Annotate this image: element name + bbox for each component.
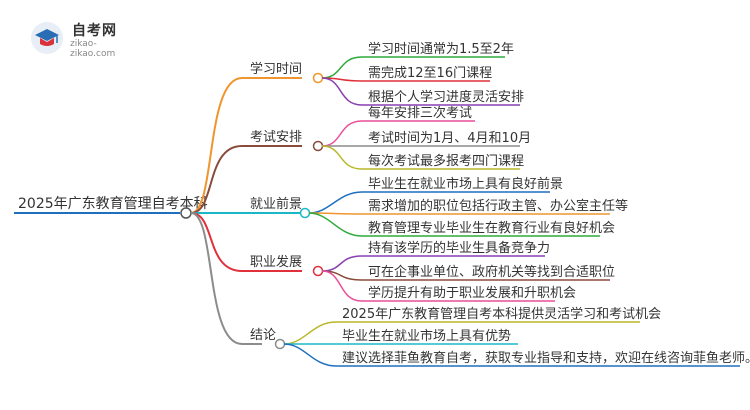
branch-label: 职业发展: [250, 254, 302, 270]
branch-connector: [190, 212, 243, 345]
branch-label: 考试安排: [250, 130, 302, 145]
leaf-label: 每次考试最多报考四门课程: [368, 153, 524, 169]
leaf-label: 考试时间为1月、4月和10月: [368, 131, 531, 146]
leaf-connector: [321, 120, 363, 147]
leaf-connector: [308, 191, 363, 214]
leaf-connector: [308, 212, 363, 237]
leaf-label: 根据个人学习进度灵活安排: [368, 89, 524, 105]
leaf-connector: [321, 255, 363, 272]
leaf-connector: [321, 56, 363, 79]
branch-connector: [190, 77, 243, 214]
branch-label: 学习时间: [250, 61, 302, 77]
branch-connector: [190, 212, 243, 272]
logo-title: 自考网: [72, 23, 117, 39]
leaf-label: 每年安排三次考试: [368, 105, 472, 121]
leaf-label: 可在企事业单位、政府机关等找到合适职位: [368, 264, 615, 280]
leaf-label: 建议选择菲鱼教育自考，获取专业指导和支持，欢迎在线咨询菲鱼老师。: [342, 350, 750, 366]
root-node-circle: [180, 207, 192, 219]
branch-node-circle: [312, 72, 324, 84]
branch-node-circle: [299, 207, 311, 219]
mind-map-content: 2025年广东教育管理自考本科 学习时间 学习时间通常为1.5至2年需完成12至16…: [14, 41, 750, 367]
graduation-cap-icon: [31, 22, 63, 54]
branch-label: 就业前景: [250, 196, 302, 212]
branch-connector: [190, 145, 243, 214]
leaf-label: 毕业生在就业市场上具有优势: [342, 328, 511, 344]
leaf-label: 教育管理专业毕业生在教育行业有良好机会: [368, 220, 615, 236]
root-node-label: 2025年广东教育管理自考本科: [18, 196, 208, 212]
leaf-connector: [321, 145, 363, 170]
leaf-label: 学历提升有助于职业发展和升职机会: [368, 285, 576, 301]
leaf-label: 毕业生在就业市场上具有良好前景: [368, 176, 563, 192]
leaf-label: 2025年广东教育管理自考本科提供灵活学习和考试机会: [342, 306, 661, 322]
leaf-connector: [321, 77, 363, 106]
leaf-label: 持有该学历的毕业生具备竞争力: [368, 240, 550, 256]
site-logo[interactable]: 自考网 zikao-zikao.com: [30, 18, 140, 59]
leaf-connector: [321, 270, 363, 302]
leaf-connector: [283, 321, 337, 345]
branch-node-circle: [312, 265, 324, 277]
branch-node-circle: [274, 338, 286, 350]
logo-url: zikao-zikao.com: [70, 39, 116, 59]
leaf-label: 需完成12至16门课程: [368, 66, 492, 81]
branch-node-circle: [312, 140, 324, 152]
branch-label: 结论: [250, 328, 276, 343]
leaf-label: 需求增加的职位包括行政主管、办公室主任等: [368, 198, 628, 214]
leaf-connector: [283, 343, 337, 367]
leaf-label: 学习时间通常为1.5至2年: [368, 41, 514, 57]
